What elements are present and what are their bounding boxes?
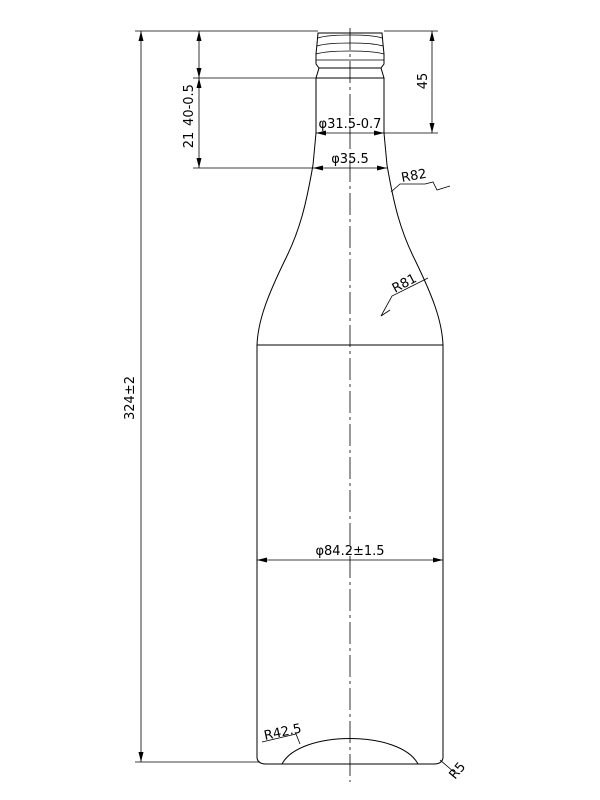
neck-tolerance-label: 40-0.5 xyxy=(182,84,197,126)
dimension-lines xyxy=(138,31,455,773)
neck-length-label: 21 xyxy=(182,132,197,149)
shoulder-radius-lower-label: R81 xyxy=(390,271,420,296)
outer-neck-diameter-label: φ31.5-0.7 xyxy=(319,117,382,132)
shoulder-radius-upper-label: R82 xyxy=(400,167,428,186)
dimension-labels: 324±2 21 40-0.5 45 φ31.5-0.7 φ35.5 R82 R… xyxy=(123,73,469,783)
extension-lines xyxy=(135,30,438,763)
overall-height-label: 324±2 xyxy=(123,376,138,420)
body-diameter-label: φ84.2±1.5 xyxy=(315,544,384,559)
neck-height-label: 45 xyxy=(416,73,431,90)
bottle-outline xyxy=(256,32,444,765)
base-radius-label: R42.5 xyxy=(263,721,303,744)
heel-radius-label: R5 xyxy=(447,760,470,783)
finish-diameter-label: φ35.5 xyxy=(331,152,369,167)
